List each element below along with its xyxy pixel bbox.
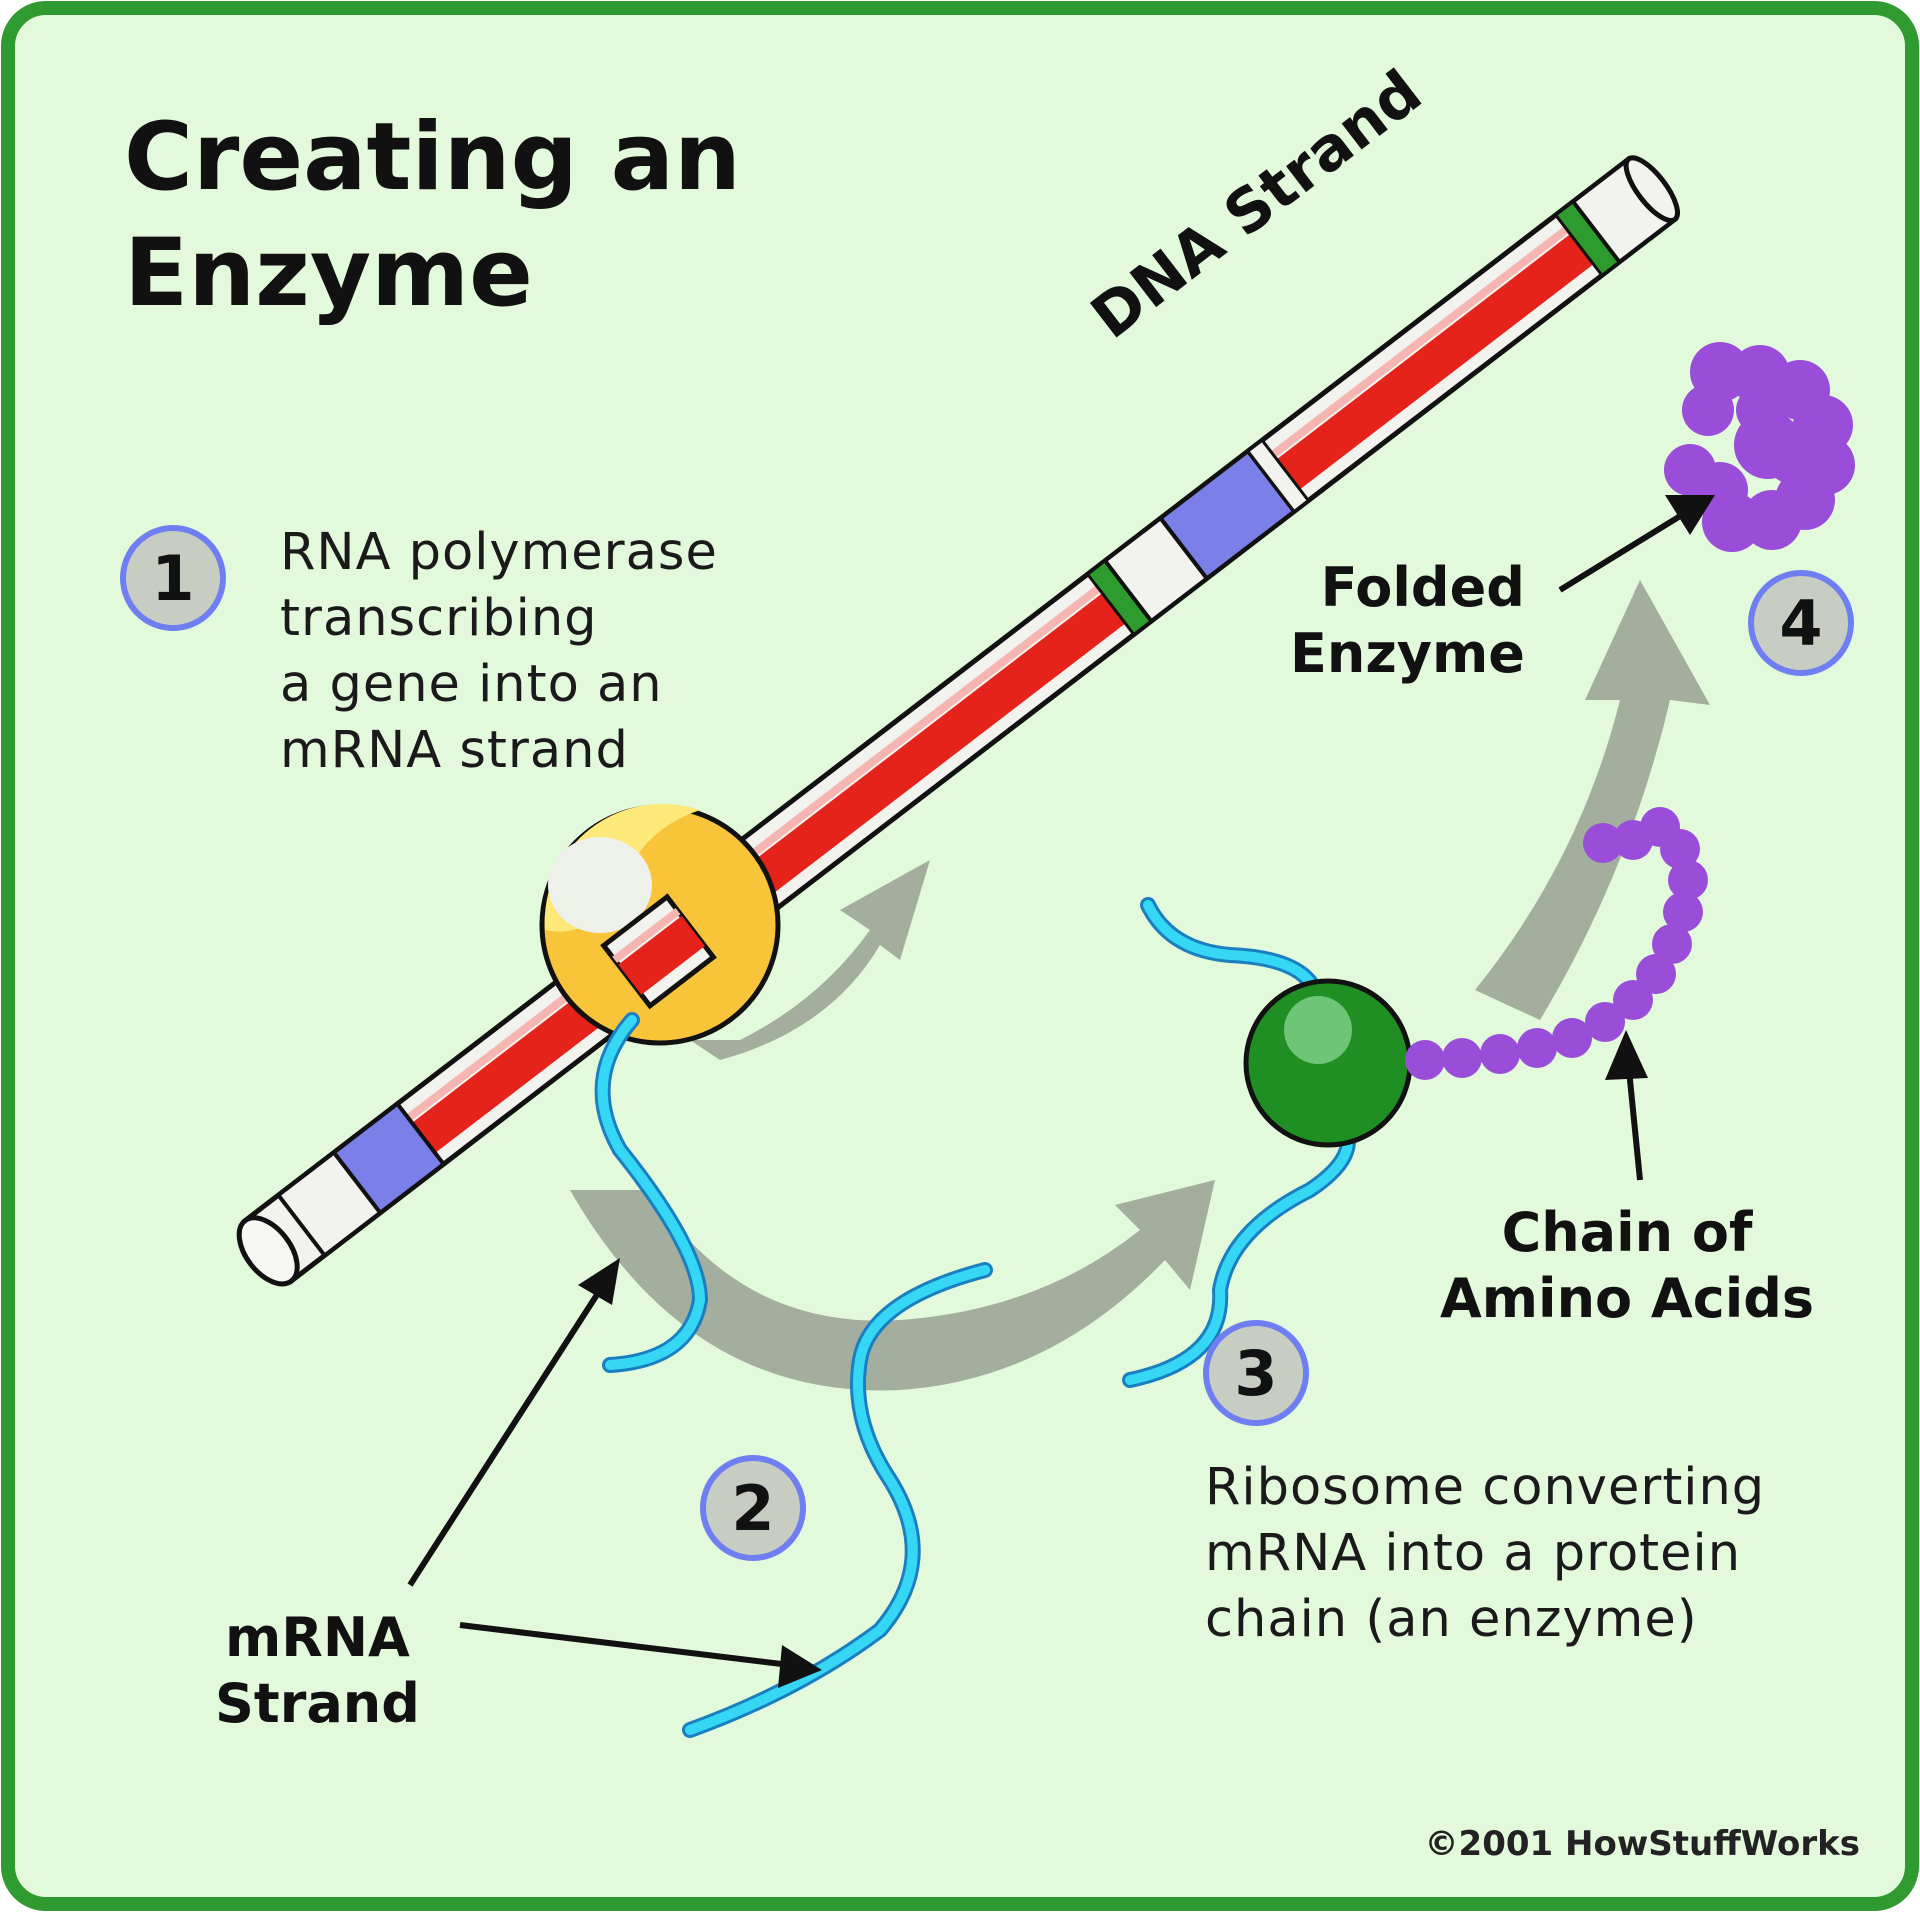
label-chain-of-amino-acids: Chain of Amino Acids [1440, 1201, 1815, 1330]
flow-arrow-transport [570, 1180, 1215, 1391]
flow-arrow-folding [1475, 580, 1710, 1020]
ribosome [1243, 978, 1413, 1148]
mrna-strand-1 [597, 1015, 706, 1370]
pointer-folded-enzyme [1558, 507, 1692, 593]
label-mrna-strand: mRNA Strand [215, 1606, 420, 1735]
step-badge-1: 1 [120, 525, 226, 631]
copyright-notice: ©2001 HowStuffWorks [1424, 1824, 1860, 1864]
diagram-title: Creating an Enzyme [124, 103, 741, 328]
dna-gene-white-left [275, 1149, 383, 1259]
step-badge-3: 3 [1203, 1320, 1309, 1426]
pointer-chain-amino [1625, 1059, 1643, 1181]
folded-enzyme [1664, 342, 1855, 552]
pointer-mrna-2 [459, 1622, 791, 1668]
amino-acid-chain [1405, 807, 1708, 1080]
label-folded-enzyme: Folded Enzyme [1290, 556, 1525, 685]
dna-end-cap-left [236, 1215, 300, 1287]
dna-gene-white-mid2 [1245, 438, 1311, 514]
mrna-strand-3a [1143, 900, 1320, 995]
pointer-mrna-1 [407, 1288, 603, 1587]
step-badge-4: 4 [1748, 570, 1854, 676]
step-1-description: RNA polymerase transcribing a gene into … [280, 523, 718, 780]
flow-arrow-transcription [690, 860, 930, 1060]
dna-end-cap-right [1623, 155, 1680, 223]
flow-arrows [570, 580, 1710, 1391]
step-3-description: Ribosome converting mRNA into a protein … [1205, 1458, 1766, 1649]
mrna-strand-3b [1125, 1110, 1353, 1385]
pointer-arrows [407, 495, 1715, 1688]
step-badge-2: 2 [700, 1455, 806, 1561]
